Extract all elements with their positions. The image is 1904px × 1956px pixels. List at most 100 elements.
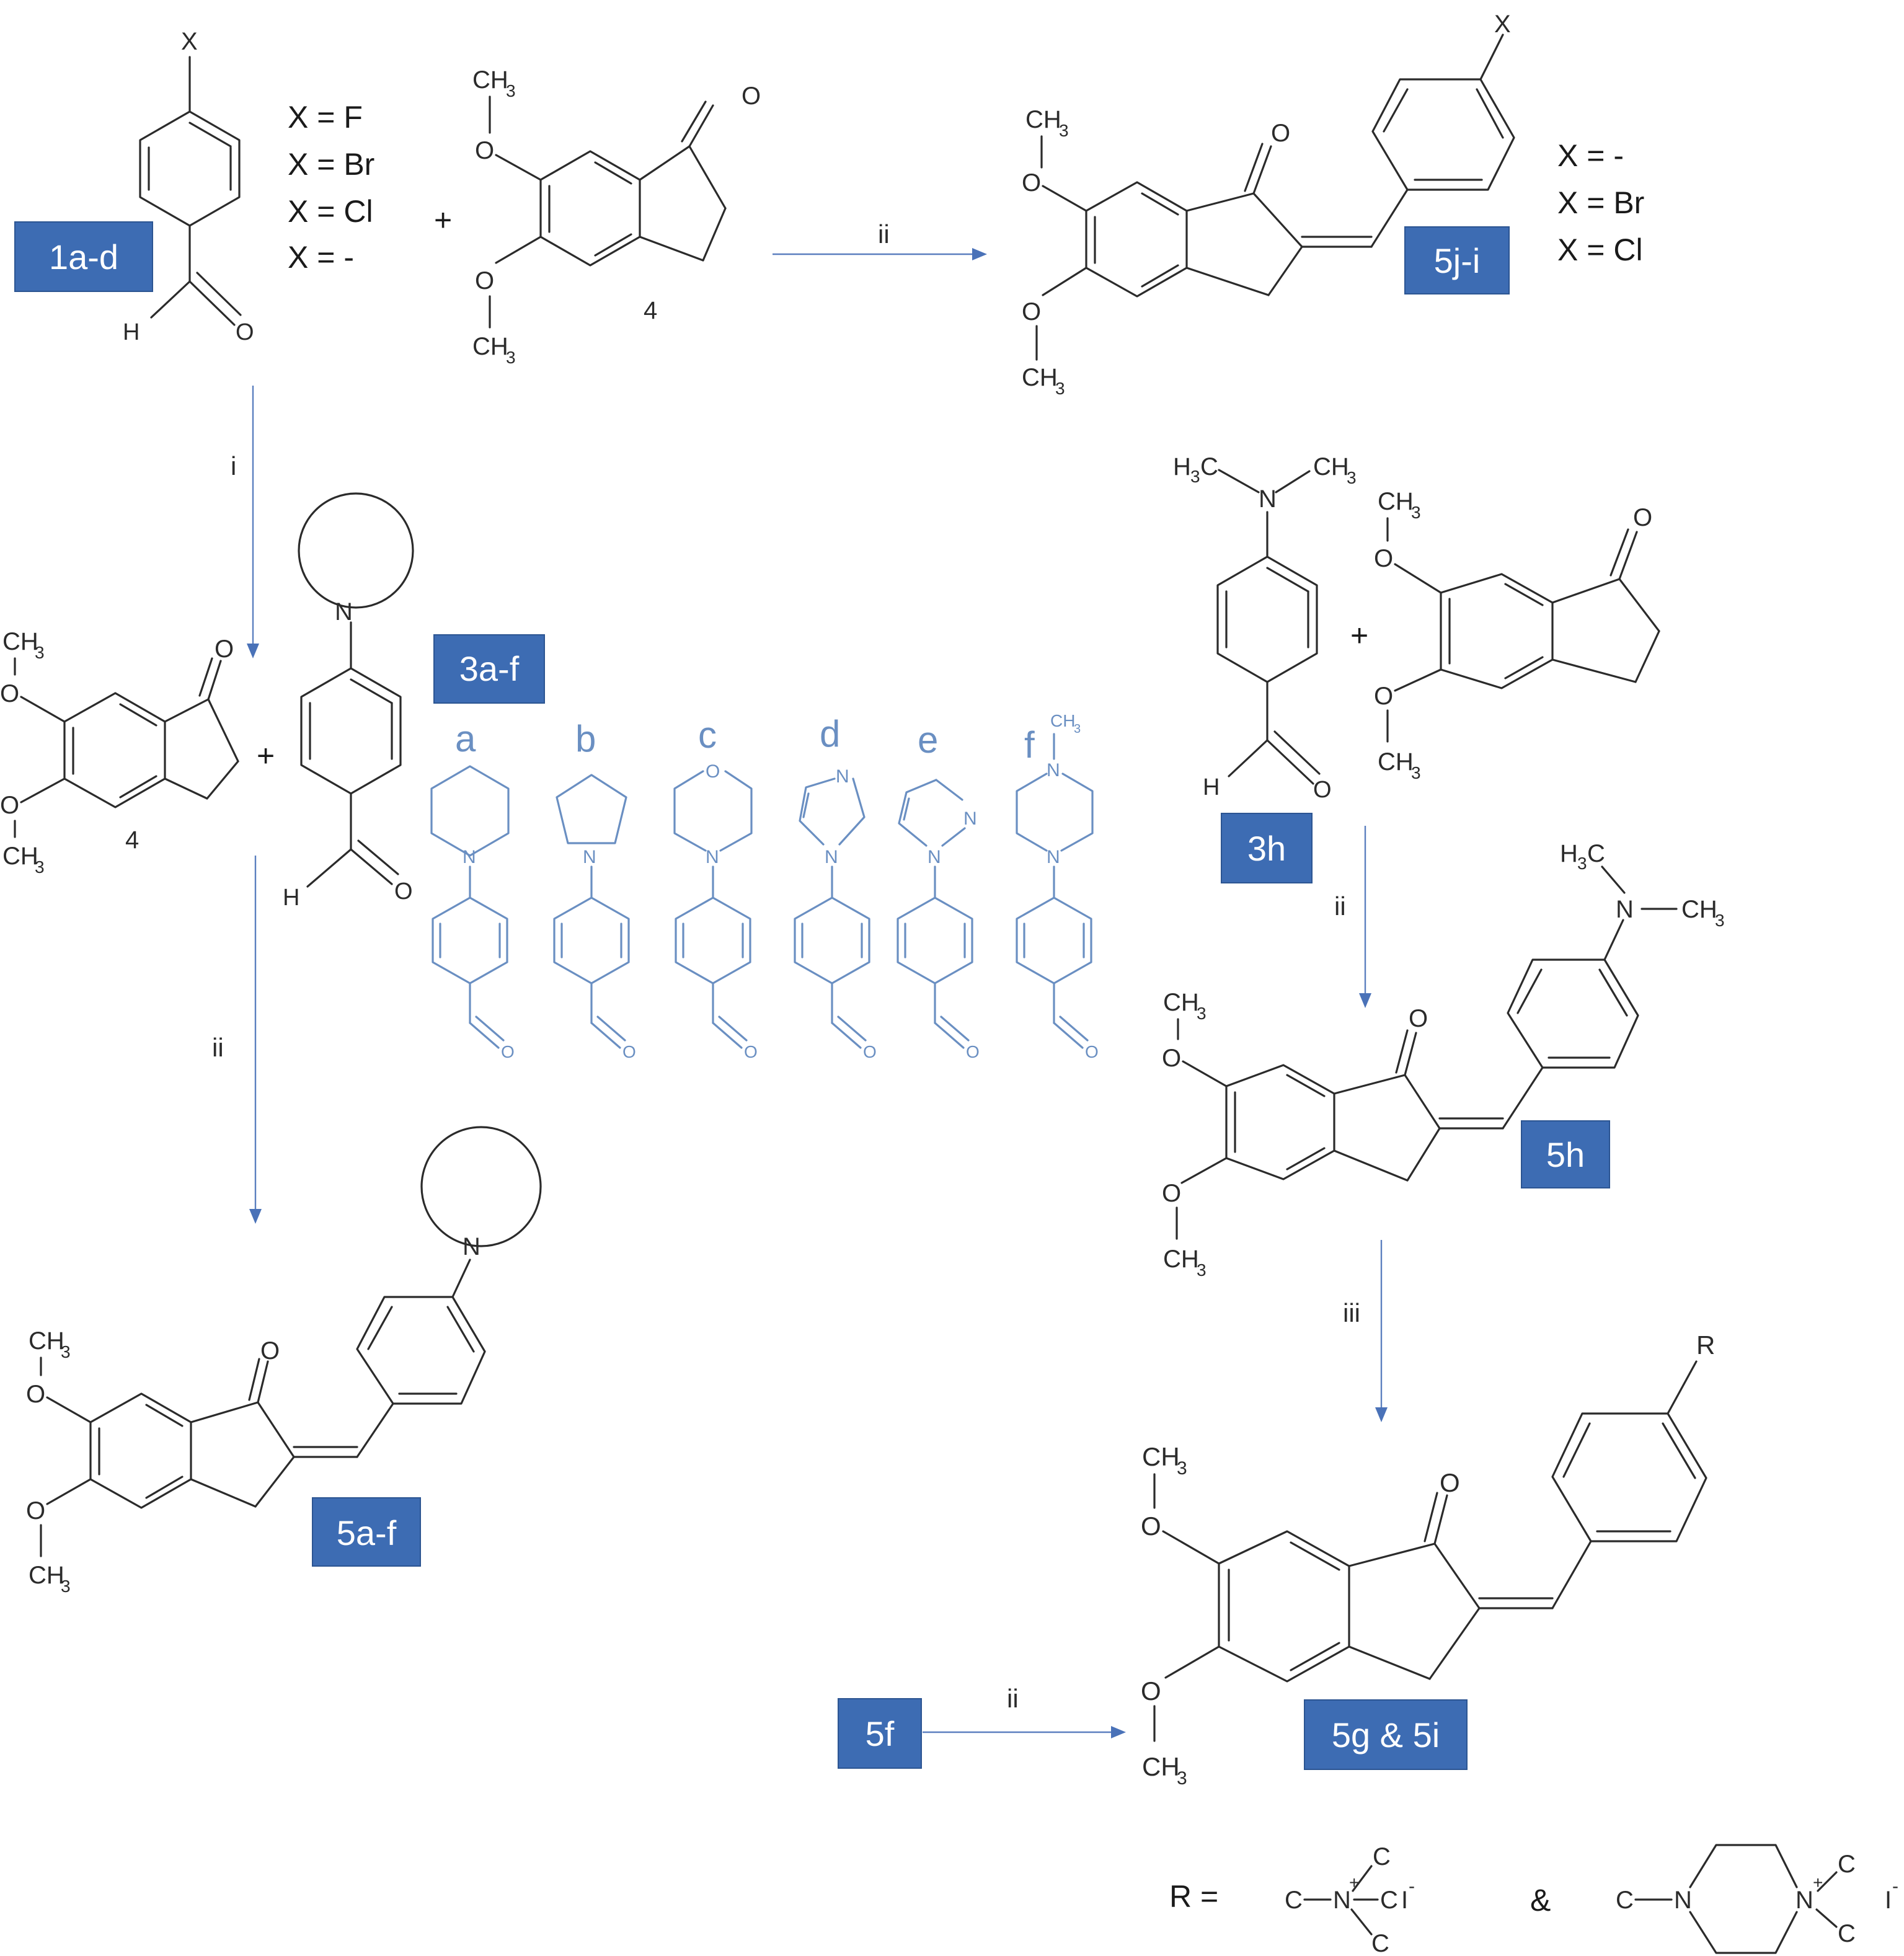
svg-text:5g & 5i: 5g & 5i [1332, 1715, 1440, 1755]
atom-ch: CH [1142, 1442, 1180, 1471]
atom-h3c: H [1560, 840, 1578, 867]
indanone-4-left: CH 3 O O O CH 3 4 [0, 628, 239, 877]
atom-o: O [1162, 1180, 1181, 1207]
atom-o: O [1141, 1676, 1161, 1706]
atom-o: O [0, 680, 19, 707]
atom-ch: CH [1025, 106, 1061, 133]
svg-text:3: 3 [1347, 468, 1357, 487]
svg-text:-: - [1892, 1876, 1898, 1896]
svg-text:3: 3 [1197, 1260, 1207, 1280]
atom-ch: CH [1378, 748, 1414, 776]
atom-ch: CH [2, 843, 38, 870]
atom-o: O [1022, 169, 1041, 197]
badge-3h: 3h [1221, 813, 1313, 883]
atom-x: X [1494, 11, 1511, 38]
atom-o: O [1313, 777, 1332, 803]
svg-text:3: 3 [1197, 1004, 1207, 1023]
badge-5h: 5h [1521, 1120, 1610, 1188]
amine-b-pyrrolidine: b N O [553, 718, 636, 1061]
atom-n: N [963, 808, 977, 829]
arrow-ii-top: ii [773, 219, 987, 260]
atom-o: O [26, 1497, 45, 1525]
ring-letter-d: d [820, 713, 840, 755]
atom-c: C [1616, 1887, 1634, 1914]
atom-n: N [1333, 1887, 1351, 1914]
atom-c: C [1380, 1887, 1398, 1914]
atom-n: N [583, 847, 596, 867]
atom-o: O [966, 1042, 980, 1061]
compound-number-4: 4 [644, 297, 657, 324]
atom-n: N [825, 847, 838, 867]
amine-c-morpholine: c O N O [673, 714, 758, 1061]
arrow-label: iii [1343, 1298, 1360, 1327]
substituent-list-1: X = F X = Br X = Cl X = - [288, 100, 374, 275]
svg-text:3: 3 [35, 857, 45, 877]
atom-ch: CH [1163, 989, 1199, 1016]
arrow-label: i [231, 451, 236, 480]
atom-c: C [1838, 1851, 1856, 1878]
substituent-br: X = Br [288, 147, 374, 182]
atom-r: R [1696, 1330, 1715, 1360]
svg-text:3: 3 [1190, 467, 1200, 486]
svg-text:3: 3 [1715, 911, 1725, 930]
atom-ch: CH [29, 1327, 64, 1355]
atom-n: N [706, 847, 719, 867]
badge-1a-d: 1a-d [14, 221, 153, 292]
substituent-h: X = - [1557, 138, 1624, 173]
atom-o: O [26, 1381, 45, 1408]
substituent-f: X = F [288, 100, 363, 135]
svg-text:3: 3 [1074, 722, 1081, 736]
atom-o: O [1141, 1511, 1161, 1541]
atom-n: N [1047, 847, 1060, 867]
svg-text:3: 3 [1411, 763, 1421, 782]
ampersand: & [1530, 1883, 1551, 1918]
atom-n: N [928, 847, 941, 867]
arrow-ii-left: ii [212, 856, 262, 1224]
badge-3a-f: 3a-f [433, 634, 545, 704]
svg-text:3: 3 [1411, 503, 1421, 522]
atom-o: O [1022, 298, 1041, 325]
svg-text:3: 3 [61, 1342, 71, 1361]
atom-o: O [1374, 545, 1393, 572]
svg-text:3: 3 [1577, 854, 1587, 873]
plus-sign-top: + [434, 203, 452, 237]
compound-5g-5i-structure: CH 3 O O R O CH 3 [1141, 1330, 1715, 1789]
svg-text:5h: 5h [1546, 1135, 1585, 1174]
svg-text:1a-d: 1a-d [49, 237, 118, 277]
substituent-cl: X = Cl [1557, 232, 1643, 267]
ring-letter-b: b [575, 718, 596, 759]
atom-i: I [1401, 1887, 1408, 1914]
atom-o: O [1440, 1468, 1460, 1497]
atom-o: O [744, 1042, 758, 1061]
atom-c: C [1371, 1930, 1389, 1956]
atom-ch: CH [2, 628, 38, 655]
atom-o: O [215, 635, 234, 663]
substituent-list-2: X = - X = Br X = Cl [1557, 138, 1644, 267]
svg-text:3: 3 [1177, 1768, 1187, 1789]
badge-5f: 5f [838, 1698, 922, 1769]
badge-5j-i: 5j-i [1404, 226, 1510, 294]
atom-o: O [622, 1042, 636, 1061]
atom-o: O [236, 319, 254, 345]
atom-ch: CH [1050, 711, 1075, 730]
ring-letter-e: e [918, 719, 938, 761]
arrow-i: i [231, 386, 259, 658]
arrow-label: ii [1334, 892, 1346, 921]
atom-o: O [1409, 1005, 1428, 1032]
svg-text:5a-f: 5a-f [337, 1513, 397, 1552]
atom-c: C [1373, 1843, 1391, 1870]
ring-letter-c: c [698, 714, 717, 756]
atom-ch: CH [472, 333, 508, 360]
atom-n: N [463, 847, 476, 867]
atom-x: X [181, 28, 198, 55]
substituent-br: X = Br [1557, 185, 1644, 220]
atom-o: O [863, 1042, 877, 1061]
svg-text:3: 3 [1177, 1458, 1187, 1479]
atom-n: N [1674, 1887, 1692, 1914]
plus-sign-left: + [257, 738, 275, 773]
atom-o: O [1374, 683, 1393, 710]
svg-text:3: 3 [35, 643, 45, 662]
atom-o: O [1633, 504, 1652, 531]
svg-text:5j-i: 5j-i [1434, 241, 1481, 280]
arrow-iii: iii [1343, 1240, 1388, 1422]
